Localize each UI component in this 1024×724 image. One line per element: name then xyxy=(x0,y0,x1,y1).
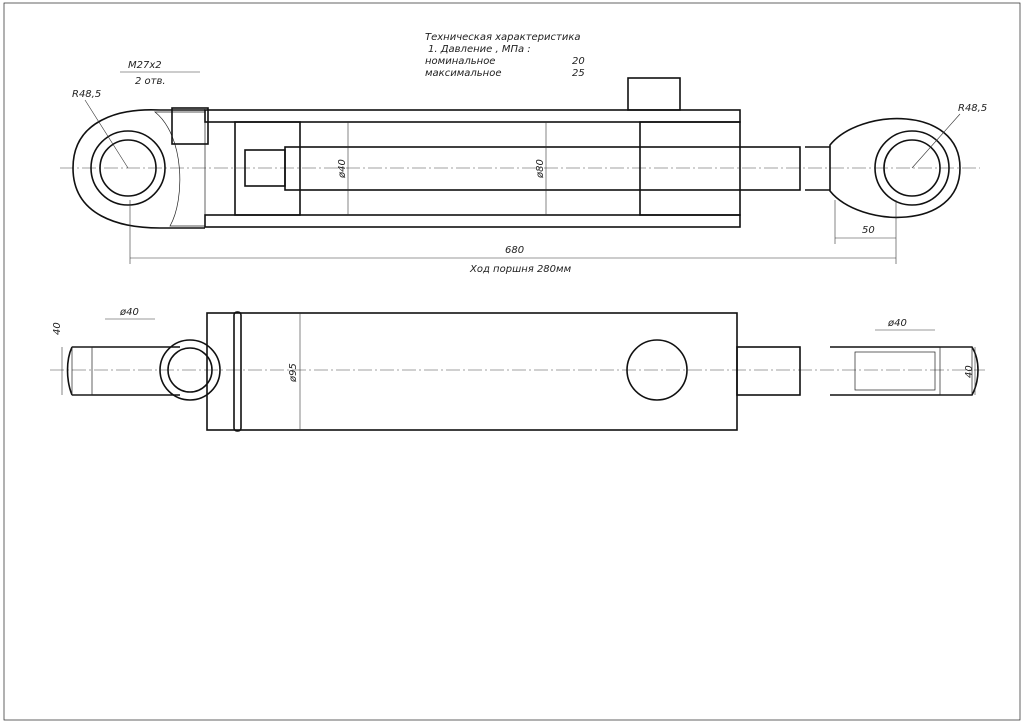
radius-right-label: R48,5 xyxy=(958,103,987,114)
holes-label: 2 отв. xyxy=(135,76,166,87)
left-width-label: 40 xyxy=(52,322,63,335)
body-diameter-label: ø95 xyxy=(288,363,299,383)
left-pin-diameter-label: ø40 xyxy=(119,307,139,318)
right-pin-diameter-label: ø40 xyxy=(887,318,907,329)
right-eye-outline xyxy=(829,117,961,219)
bottom-plan-view: ø95 40 ø40 ø40 40 xyxy=(50,307,985,432)
spec-nominal-label: номинальное xyxy=(425,56,495,67)
cylinder-body xyxy=(206,312,738,431)
spec-max-value: 25 xyxy=(572,68,585,79)
gland xyxy=(639,121,741,216)
stroke-label: Ход поршня 280мм xyxy=(469,264,572,275)
radius-left-label: R48,5 xyxy=(72,89,101,100)
spec-block: Техническая характеристика 1. Давление ,… xyxy=(425,32,585,79)
spec-pressure-label: 1. Давление , МПа : xyxy=(428,44,531,55)
spec-nominal-value: 20 xyxy=(572,56,585,67)
eye-length-label: 50 xyxy=(862,225,875,236)
thread-label: M27x2 xyxy=(128,60,162,71)
piston xyxy=(234,121,301,216)
left-bearing-outer xyxy=(90,130,166,206)
left-bearing-inner xyxy=(99,139,157,197)
right-width-label: 40 xyxy=(964,365,975,378)
side-port xyxy=(626,339,688,401)
overall-length-label: 680 xyxy=(505,245,524,256)
top-section-view: ø40 ø80 680 50 Ход поршня 280мм M27x2 2 … xyxy=(60,60,987,275)
left-eye-outline xyxy=(72,109,205,229)
bore-diameter-label: ø80 xyxy=(535,159,546,179)
drawing-frame xyxy=(3,2,1021,721)
rod-diameter-label: ø40 xyxy=(337,159,348,179)
piston-rod xyxy=(284,146,801,191)
spec-title: Техническая характеристика xyxy=(425,32,581,43)
spec-max-label: максимальное xyxy=(425,68,501,79)
port-fitting xyxy=(627,77,681,111)
